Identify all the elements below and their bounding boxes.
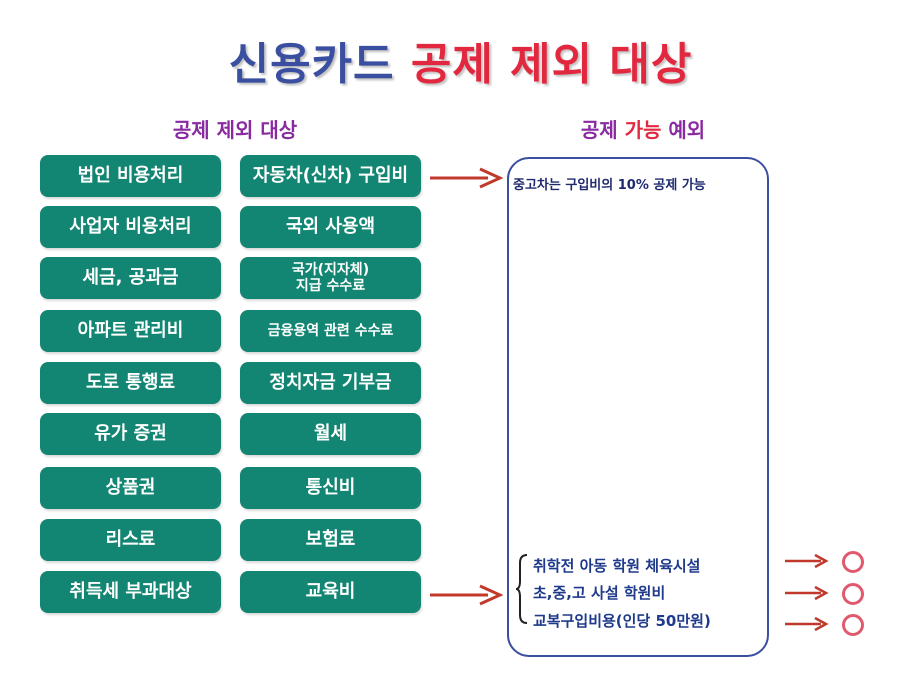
exception-uniform: 교복구입비용(인당 50만원) (533, 612, 711, 630)
title-part1: 신용카드 (228, 39, 395, 90)
item-gift-card[interactable]: 상품권 (40, 467, 221, 509)
item-business-expense[interactable]: 사업자 비용처리 (40, 206, 221, 248)
arrow-right-icon (785, 585, 829, 601)
circle-ok-icon (842, 614, 864, 636)
circle-ok-icon (842, 551, 864, 573)
subhead-right-c: 예외 (668, 118, 706, 142)
used-car-note: 중고차는 구입비의 10% 공제 가능 (513, 178, 706, 193)
circle-ok-icon (842, 583, 864, 605)
brace-icon (515, 554, 528, 624)
subhead-right-a: 공제 (580, 118, 618, 142)
exception-private-tutoring: 초,중,고 사설 학원비 (533, 584, 666, 602)
item-telecom[interactable]: 통신비 (240, 467, 421, 509)
page-title: 신용카드 공제 제외 대상 (0, 28, 921, 92)
item-toll[interactable]: 도로 통행료 (40, 362, 221, 404)
item-government-fee[interactable]: 국가(지자체) 지급 수수료 (240, 257, 421, 299)
item-monthly-rent[interactable]: 월세 (240, 413, 421, 455)
title-part2: 공제 제외 대상 (410, 39, 693, 90)
item-new-car[interactable]: 자동차(신차) 구입비 (240, 155, 421, 197)
item-corporate-expense[interactable]: 법인 비용처리 (40, 155, 221, 197)
subhead-excluded: 공제 제외 대상 (172, 118, 298, 142)
item-lease[interactable]: 리스료 (40, 519, 221, 561)
arrow-right-icon (785, 553, 829, 569)
item-apartment-fee[interactable]: 아파트 관리비 (40, 310, 221, 352)
item-insurance[interactable]: 보험료 (240, 519, 421, 561)
arrow-right-icon (430, 167, 503, 189)
exceptions-panel (507, 157, 769, 657)
arrow-right-icon (785, 616, 829, 632)
arrow-right-icon (430, 584, 503, 606)
item-securities[interactable]: 유가 증권 (40, 413, 221, 455)
subhead-right-b: 가능 (624, 118, 662, 142)
gov-fee-line2: 지급 수수료 (295, 278, 366, 294)
subhead-exceptions: 공제 가능 예외 (548, 114, 738, 143)
item-education[interactable]: 교육비 (240, 571, 421, 613)
item-acquisition-tax[interactable]: 취득세 부과대상 (40, 571, 221, 613)
gov-fee-line1: 국가(지자체) (291, 261, 370, 278)
item-overseas[interactable]: 국외 사용액 (240, 206, 421, 248)
item-political-donation[interactable]: 정치자금 기부금 (240, 362, 421, 404)
item-financial-fee[interactable]: 금융용역 관련 수수료 (240, 310, 421, 352)
exception-preschool: 취학전 아동 학원 체육시설 (533, 557, 701, 575)
item-taxes[interactable]: 세금, 공과금 (40, 257, 221, 299)
